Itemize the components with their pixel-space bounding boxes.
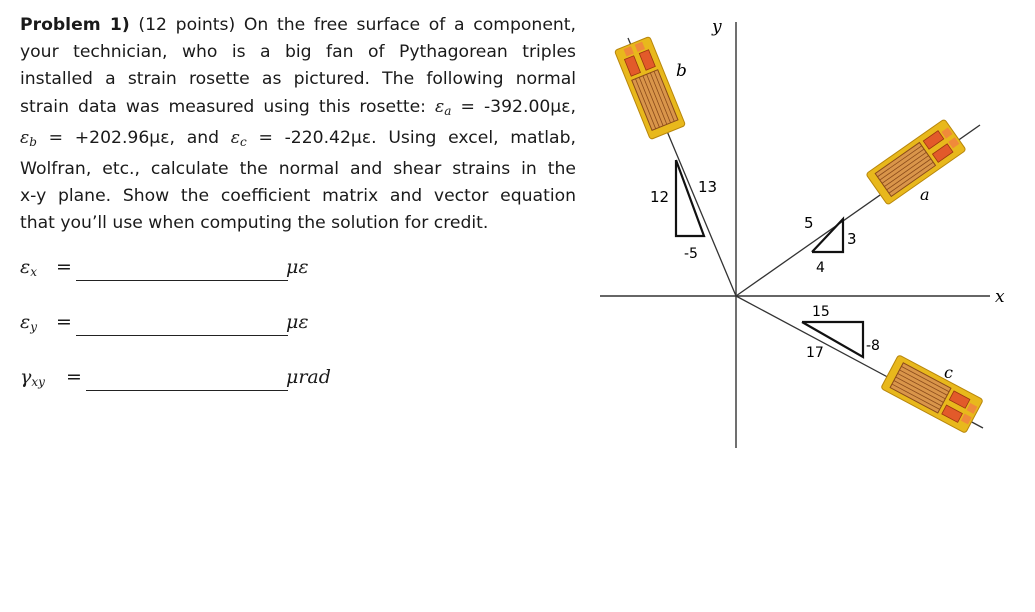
gage-a [865, 118, 967, 206]
rosette-diagram: x y b a c 12 -5 13 5 3 4 15 -8 17 [600, 17, 1005, 448]
gage-b [613, 35, 687, 141]
answer-symbol: γxy [20, 366, 45, 389]
triangle-a [811, 216, 845, 254]
gage-a-label: a [920, 185, 930, 204]
triangle-c-hyp: 17 [806, 345, 824, 361]
answer-blank[interactable] [76, 335, 288, 336]
answer-symbol: εx [20, 256, 37, 279]
strain-a: εa [435, 96, 452, 118]
triangle-c-leg-15: 15 [812, 304, 830, 320]
gage-c [880, 354, 984, 434]
strain-c: εc [230, 127, 247, 149]
strain-b: εb [20, 127, 37, 149]
y-axis-label: y [711, 17, 722, 37]
answer-blank[interactable] [86, 390, 288, 391]
problem-statement: Problem 1) (12 points) On the free surfa… [20, 12, 576, 238]
gage-b-label: b [676, 61, 687, 81]
triangle-b-leg-12: 12 [650, 188, 669, 206]
problem-line-8: that you’ll use when computing the solut… [20, 213, 489, 234]
strain-b-value: = +202.96με [36, 127, 170, 148]
problem-line-4: strain data was measured using this rose… [20, 96, 576, 118]
problem-line-3: installed a strain rosette as pictured. … [20, 69, 576, 90]
triangle-c [801, 320, 865, 359]
equals-sign: = [56, 311, 72, 333]
problem-line-7: x-y plane. Show the coefficient matrix a… [20, 186, 576, 207]
problem-line-6: Wolfran, etc., calculate the normal and … [20, 159, 576, 180]
problem-line-1: Problem 1) (12 points) On the free surfa… [20, 15, 576, 35]
problem-label: Problem 1) [20, 15, 130, 35]
problem-line-5: εb = +202.96με, and εc = -220.42με. Usin… [20, 127, 576, 149]
triangle-a-leg-4: 4 [816, 260, 825, 276]
answer-unit: με [286, 311, 309, 333]
answer-unit: με [286, 256, 309, 278]
triangle-b-hyp: 13 [698, 178, 717, 196]
problem-line-2: your technician, who is a big fan of Pyt… [20, 42, 576, 63]
x-axis-label: x [995, 287, 1005, 307]
answer-unit: μrad [286, 366, 331, 388]
triangle-a-hyp: 5 [804, 214, 814, 232]
gage-c-label: c [944, 363, 953, 382]
equals-sign: = [56, 256, 72, 278]
triangle-c-leg-8: -8 [866, 338, 880, 354]
answer-symbol: εy [20, 311, 37, 334]
rosette-figure: x y b a c 12 -5 13 5 3 4 15 -8 17 [590, 0, 1035, 612]
triangle-b-leg-5: -5 [684, 246, 698, 262]
triangle-b [674, 159, 706, 238]
equals-sign: = [66, 366, 82, 388]
strain-c-value: = -220.42με [246, 127, 372, 148]
answer-blank[interactable] [76, 280, 288, 281]
strain-a-value: = -392.00με, [451, 96, 576, 117]
triangle-a-leg-3: 3 [847, 230, 857, 248]
